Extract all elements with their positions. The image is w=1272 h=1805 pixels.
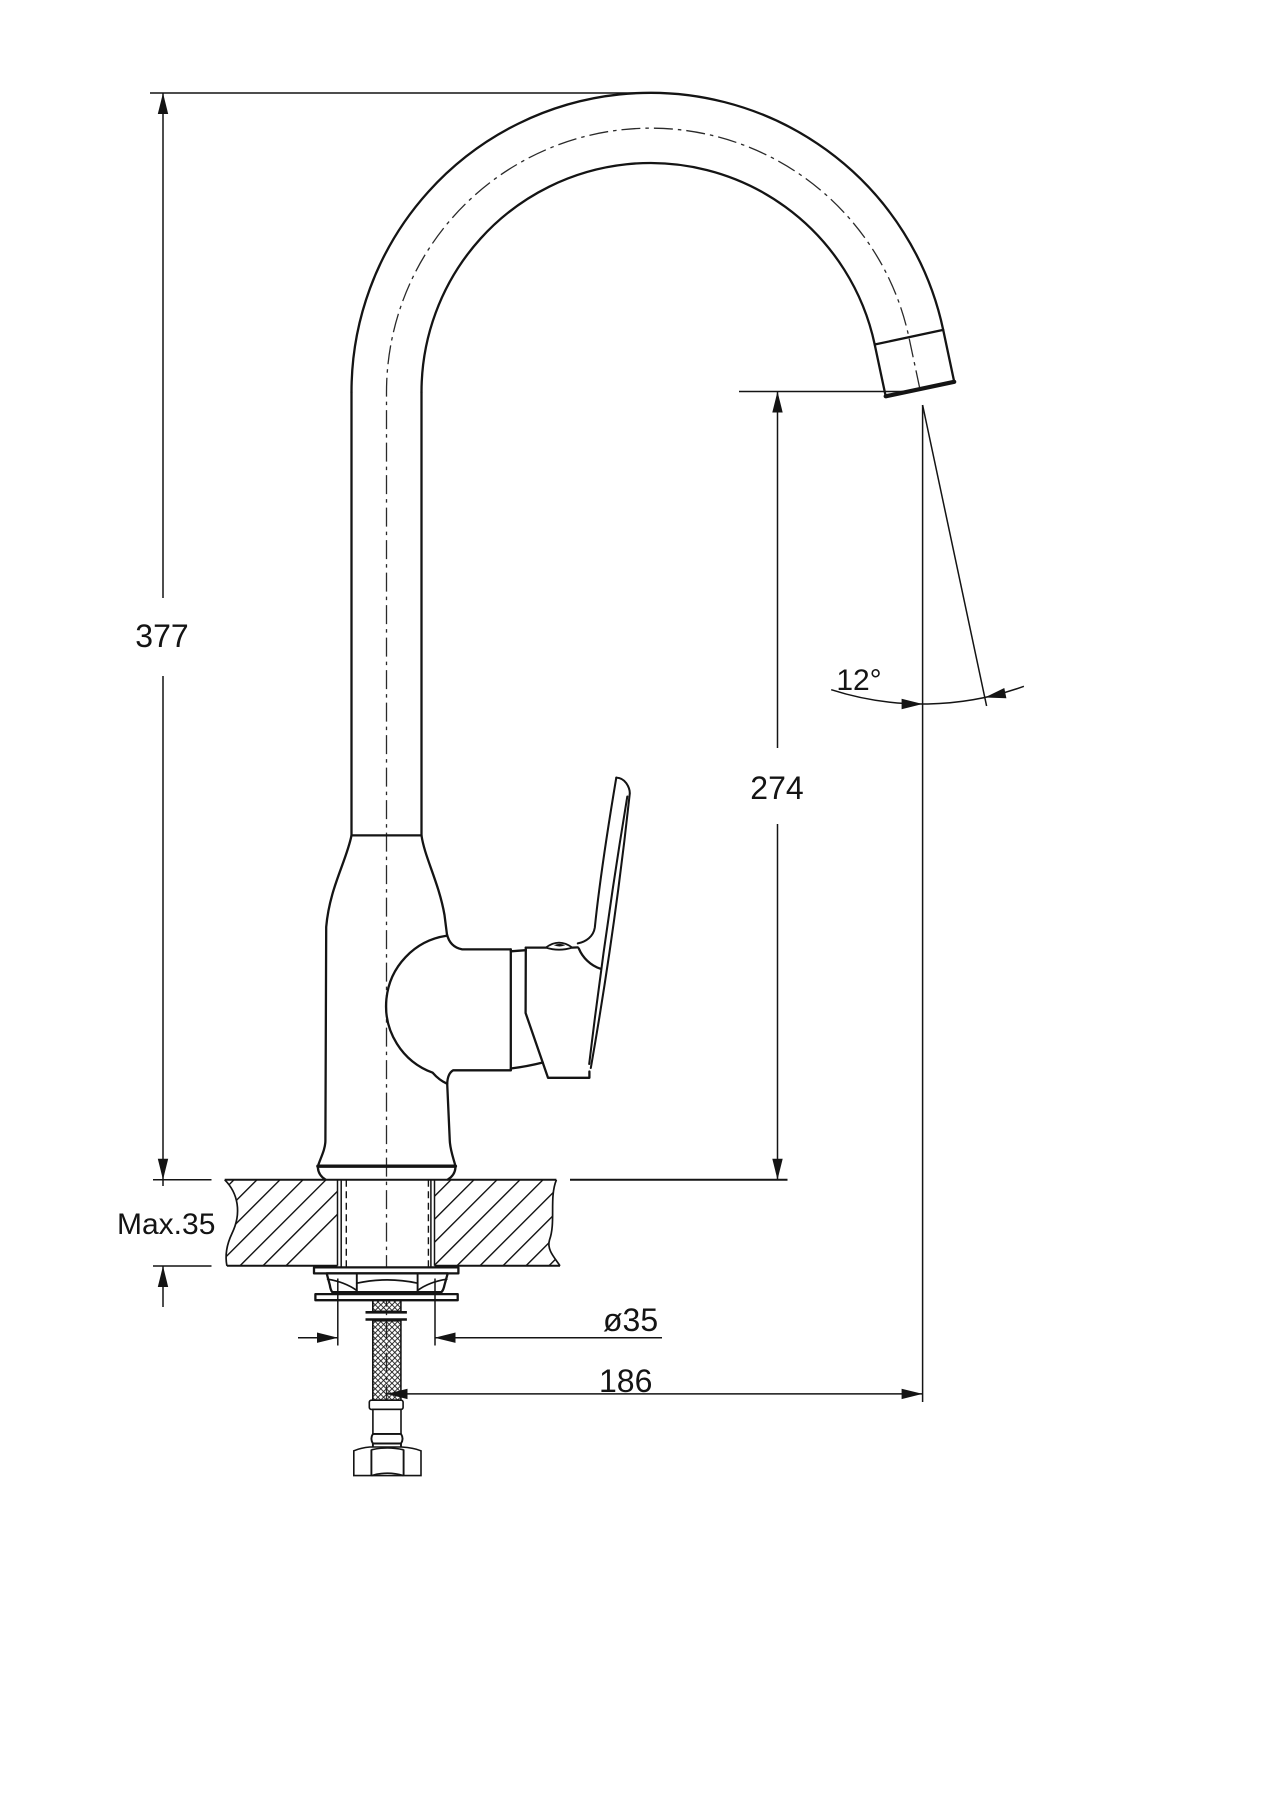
svg-text:12°: 12° <box>836 664 881 697</box>
svg-text:186: 186 <box>599 1363 652 1399</box>
svg-text:377: 377 <box>135 618 188 654</box>
svg-text:274: 274 <box>750 770 803 806</box>
svg-text:ø35: ø35 <box>603 1302 658 1338</box>
svg-text:Max.35: Max.35 <box>117 1208 215 1241</box>
